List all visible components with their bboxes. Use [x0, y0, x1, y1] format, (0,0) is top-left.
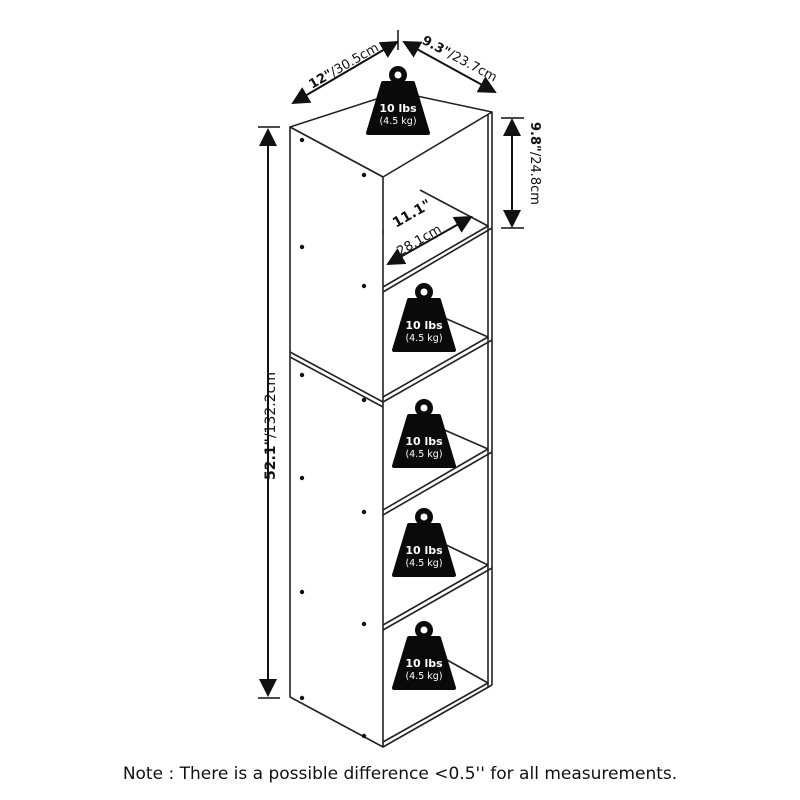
weight-icon-shelf-1: 10 lbs (4.5 kg): [392, 281, 456, 352]
cam-lock-dots: [299, 137, 367, 739]
weight-lbs: 10 lbs: [405, 319, 443, 332]
shelf-height-label: 9.8"/24.8cm: [527, 122, 542, 205]
depth-label: 12"/30.5cm: [307, 40, 382, 92]
weight-kg: (4.5 kg): [405, 449, 442, 460]
weight-lbs: 10 lbs: [405, 544, 443, 557]
total-height-label: 52.1"/132.2cm: [263, 372, 279, 480]
dimension-shelf-width: 11.1" 28.1cm: [386, 197, 473, 265]
width-label: 9.3"/23.7cm: [419, 33, 499, 85]
dimension-shelf-height: 9.8"/24.8cm: [501, 117, 542, 229]
weight-icon-shelf-2: 10 lbs (4.5 kg): [392, 397, 456, 468]
weight-kg: (4.5 kg): [405, 671, 442, 682]
weight-icon-top: 10 lbs (4.5 kg): [366, 64, 430, 135]
weight-icon-shelf-4: 10 lbs (4.5 kg): [392, 619, 456, 690]
weight-lbs: 10 lbs: [405, 435, 443, 448]
dimension-total-height: 52.1"/132.2cm: [258, 126, 280, 699]
weight-icon-shelf-3: 10 lbs (4.5 kg): [392, 506, 456, 577]
weight-lbs: 10 lbs: [405, 657, 443, 670]
measurement-note: Note : There is a possible difference <0…: [122, 764, 678, 784]
bookshelf-outline: [289, 91, 493, 748]
weight-kg: (4.5 kg): [405, 558, 442, 569]
weight-kg: (4.5 kg): [379, 116, 416, 127]
weight-kg: (4.5 kg): [405, 333, 442, 344]
weight-lbs: 10 lbs: [379, 102, 417, 115]
